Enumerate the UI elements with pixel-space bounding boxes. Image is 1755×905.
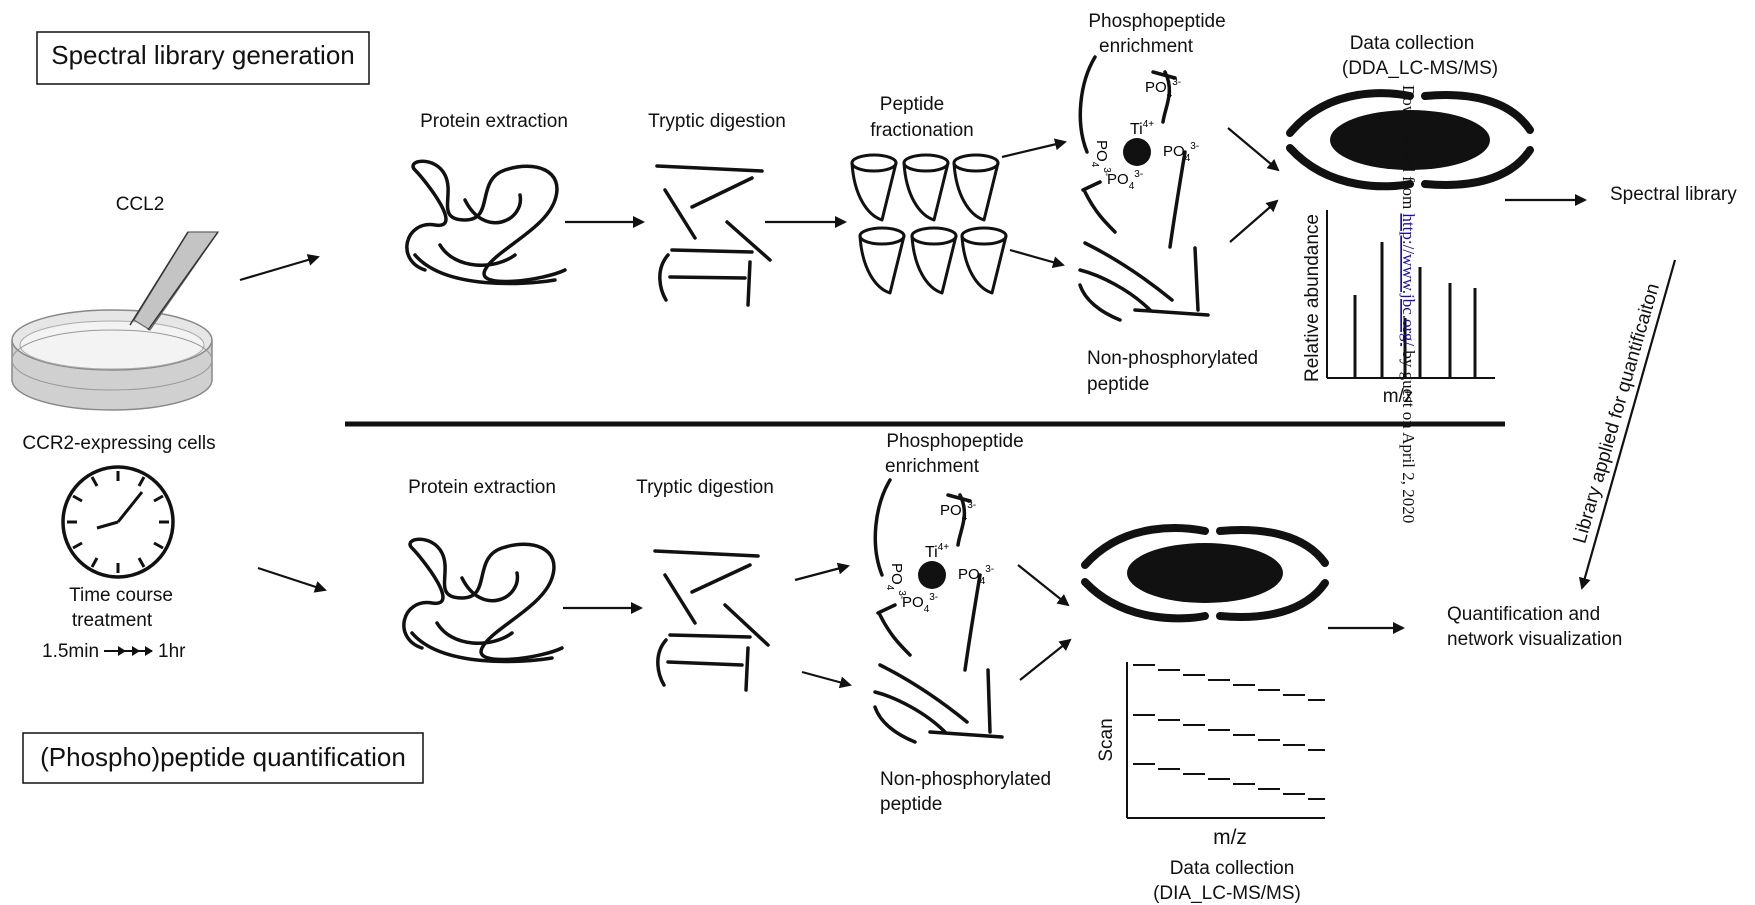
- top-arrow-nonphospho-to-ms: [1229, 199, 1279, 243]
- top-x-axis-label: m/z: [1383, 386, 1414, 407]
- top-enrichment-line2: enrichment: [1099, 36, 1194, 57]
- bottom-nonphospho-line1: Non-phosphorylated: [880, 769, 1051, 790]
- top-arrow-enrich-to-ms: [1227, 127, 1280, 172]
- watermark-link[interactable]: http://www.jbc.org/: [1399, 213, 1418, 346]
- bottom-ti-bead-icon: Ti4+ PO43- PO43- PO43- PO43-: [873, 478, 994, 672]
- top-arrow-to-nonphospho: [1009, 248, 1065, 269]
- top-ti-bead-icon: Ti4+ PO43- PO43- PO43- PO43-: [1078, 55, 1199, 249]
- arrow-cells-to-top: [239, 254, 320, 282]
- top-mass-spec-icon: [1286, 89, 1534, 191]
- top-spectrum-chart: Relative abundance m/z: [1302, 210, 1495, 407]
- clock-icon: [61, 465, 175, 579]
- bottom-po4-label-1: PO43-: [940, 500, 976, 523]
- top-po4-label-2: PO43-: [1163, 141, 1199, 164]
- bottom-arrow-nonphospho-to-ms: [1019, 638, 1072, 681]
- quant-title: (Phospho)peptide quantification: [40, 742, 406, 772]
- time-course-line1: Time course: [69, 585, 173, 606]
- ccl2-label: CCL2: [116, 194, 165, 215]
- top-data-collection-line1: Data collection: [1350, 33, 1475, 54]
- top-arrow-to-enrichment: [1001, 138, 1067, 159]
- bottom-mass-spec-icon: [1081, 524, 1329, 623]
- bottom-peptides-icon: [653, 549, 770, 692]
- top-po4-label-3: PO43-: [1107, 169, 1143, 192]
- spectral-library-label: Spectral library: [1610, 184, 1737, 205]
- top-ti-label: Ti4+: [1130, 119, 1154, 138]
- watermark: Downloaded from http://www.jbc.org/ by g…: [1399, 85, 1418, 523]
- library-title-box: Spectral library generation: [36, 31, 370, 85]
- top-y-axis-label: Relative abundance: [1302, 214, 1323, 382]
- bottom-nonphospho-peptides-icon: [873, 663, 1004, 744]
- quant-title-box: (Phospho)peptide quantification: [22, 732, 424, 784]
- bottom-po4-label-2: PO43-: [958, 564, 994, 587]
- top-protein-extraction-label: Protein extraction: [420, 111, 568, 132]
- library-title: Spectral library generation: [51, 40, 355, 70]
- arrow-cells-to-bottom: [257, 566, 327, 593]
- quant-output-line1: Quantification and: [1447, 604, 1600, 625]
- bottom-arrow-to-nonphospho: [801, 670, 852, 689]
- bottom-dia-chart: Scan m/z: [1096, 662, 1325, 849]
- bottom-nonphospho-line2: peptide: [880, 794, 942, 815]
- bottom-enrichment-line2: enrichment: [885, 456, 980, 477]
- top-nonphospho-peptides-icon: [1078, 241, 1210, 322]
- library-applied-label: Library applied for quantificaiton: [1569, 281, 1663, 546]
- top-nonphospho-line1: Non-phosphorylated: [1087, 348, 1258, 369]
- top-po4-label-1: PO43-: [1145, 77, 1181, 100]
- top-tryptic-label: Tryptic digestion: [648, 111, 786, 132]
- bottom-data-collection-line1: Data collection: [1170, 858, 1295, 879]
- top-peptides-icon: [655, 164, 772, 307]
- library-applied-arrow: [1578, 259, 1677, 590]
- time-course-line2: treatment: [72, 610, 153, 631]
- top-fractionation-line2: fractionation: [870, 120, 974, 141]
- bottom-protein-extraction-label: Protein extraction: [408, 477, 556, 498]
- bottom-ti-label: Ti4+: [925, 542, 949, 561]
- bottom-po4-label-3: PO43-: [902, 592, 938, 615]
- top-protein-icon: [405, 159, 567, 286]
- top-fractionation-line1: Peptide: [880, 94, 944, 115]
- bottom-data-collection-line2: (DIA_LC-MS/MS): [1153, 883, 1301, 904]
- time-start-label: 1.5min: [42, 641, 99, 662]
- top-po4-label-4: PO43-: [1089, 140, 1112, 176]
- petri-dish-icon: [11, 309, 213, 411]
- time-end-label: 1hr: [158, 641, 186, 662]
- cells-label: CCR2-expressing cells: [22, 433, 215, 454]
- bottom-x-axis-label: m/z: [1213, 826, 1247, 849]
- bottom-protein-icon: [402, 537, 564, 664]
- fraction-tubes-icon: [850, 153, 1008, 295]
- quant-output-line2: network visualization: [1447, 629, 1622, 650]
- bottom-arrow-to-enrichment: [794, 562, 850, 582]
- bottom-po4-label-4: PO43-: [884, 563, 907, 599]
- top-enrichment-line1: Phosphopeptide: [1088, 11, 1225, 32]
- bottom-y-axis-label: Scan: [1096, 718, 1117, 761]
- bottom-enrichment-line1: Phosphopeptide: [886, 431, 1023, 452]
- top-nonphospho-line2: peptide: [1087, 374, 1149, 395]
- bottom-tryptic-label: Tryptic digestion: [636, 477, 774, 498]
- time-arrows: [104, 646, 153, 656]
- pipette-icon: [129, 231, 220, 331]
- bottom-arrow-enrich-to-ms: [1017, 564, 1070, 607]
- top-data-collection-line2: (DDA_LC-MS/MS): [1342, 58, 1498, 79]
